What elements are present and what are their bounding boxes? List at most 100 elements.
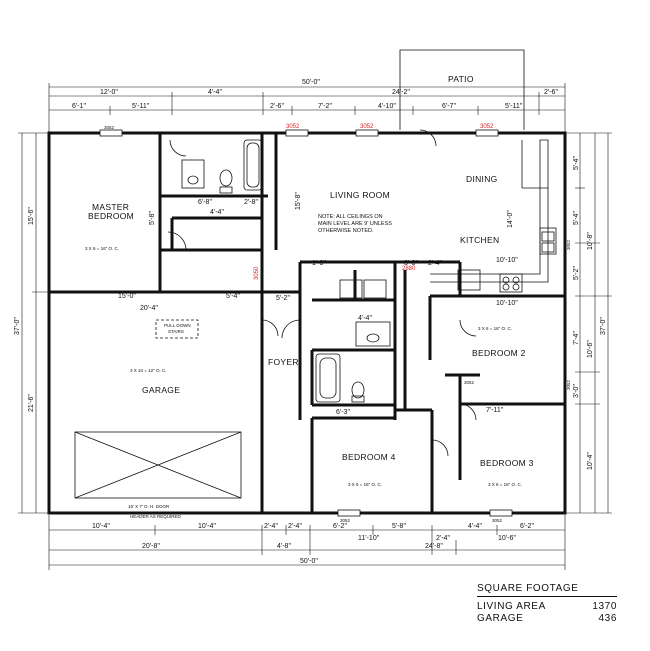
- bedroom3-label: BEDROOM 3: [480, 458, 534, 468]
- windows: 3052 3052 3052 3052 3052 3052 3052 3052 …: [99, 124, 571, 523]
- dim-bottom-3: 2'-4": [264, 523, 278, 530]
- interior-dimensions: 20'-4" 15'-0" 5'-4" 4'-4" 6'-8" 2'-8" 1'…: [118, 192, 518, 416]
- interior-walls: [158, 133, 565, 513]
- pull-down-label-1: PULL DOWN: [164, 323, 191, 328]
- dim-top-5: 6'-1": [72, 103, 86, 110]
- bedroom2-ceiling: 3 X 6 = 16" O. C.: [478, 326, 512, 331]
- door-swing: [167, 231, 187, 251]
- ceiling-note-3: OTHERWISE NOTED.: [318, 228, 374, 234]
- toilet-hall: [351, 381, 365, 399]
- garage-door: [74, 431, 242, 499]
- patio: PATIO: [399, 49, 525, 130]
- window: [99, 129, 123, 137]
- dim-bottom-2: 10'-4": [198, 523, 216, 530]
- dim-overall-bottom: 50'-0": [300, 558, 318, 565]
- dim-top-3: 24'-2": [392, 89, 410, 96]
- red-window-label: 3052: [286, 124, 300, 130]
- dim-top-1: 12'-0": [100, 89, 118, 96]
- vanity-master: [181, 159, 205, 189]
- garage-ceiling: 3 X 10 = 12" O. C.: [130, 368, 167, 373]
- dim-top-8: 7'-2": [318, 103, 332, 110]
- dim-bottom-4: 2'-4": [288, 523, 302, 530]
- dim-bottom-5: 6'-2": [333, 523, 347, 530]
- sqft-row-garage: GARAGE 436: [477, 613, 617, 625]
- sqft-value: 436: [598, 613, 617, 624]
- dim-overall-top: 50'-0": [302, 79, 320, 86]
- dim-right-8: 10'-4": [587, 452, 594, 470]
- toilet-master: [219, 169, 233, 187]
- dim-right-overall: 37'-0": [600, 317, 607, 335]
- interior-dim: 15'-8": [295, 192, 302, 210]
- interior-dim: 15'-0": [118, 293, 136, 300]
- top-dimensions: 50'-0" 12'-0" 4'-4" 24'-2" 2'-6" 6'-1" 5…: [48, 79, 566, 135]
- interior-dim: 5'-8": [149, 211, 156, 225]
- dim-right-7: 3'-0": [573, 384, 580, 398]
- dim-bottom-12: 2'-4": [436, 535, 450, 542]
- dim-left-overall: 37'-0": [14, 317, 21, 335]
- sqft-row-living: LIVING AREA 1370: [477, 601, 617, 613]
- dim-bottom-7: 4'-4": [468, 523, 482, 530]
- dim-top-10: 6'-7": [442, 103, 456, 110]
- interior-dim: 3'-8": [404, 260, 418, 267]
- bathtub-master: [243, 139, 263, 191]
- refrigerator: [457, 269, 481, 291]
- dim-bottom-6: 5'-8": [392, 523, 406, 530]
- garage-door-label: 16' X 7' O. H. DOOR: [128, 504, 170, 509]
- dim-top-9: 4'-10": [378, 103, 396, 110]
- window-label: 3052: [492, 518, 503, 523]
- interior-dim: 6'-8": [198, 199, 212, 206]
- bedroom2-label: BEDROOM 2: [472, 348, 526, 358]
- dim-bottom-13: 10'-6": [498, 535, 516, 542]
- pull-down-label-2: STAIRS: [168, 329, 184, 334]
- garage-label: GARAGE: [142, 385, 180, 395]
- window-label: 3052: [340, 518, 351, 523]
- bedroom4-ceiling: 3 X 6 = 16" O. C.: [348, 482, 382, 487]
- bathtub-hall: [315, 353, 341, 403]
- kitchen-label: KITCHEN: [460, 235, 499, 245]
- interior-dim: 5'-2": [276, 295, 290, 302]
- dim-bottom-14: 24'-8": [425, 543, 443, 550]
- interior-dim: 2'-4": [428, 260, 442, 267]
- red-window-label: 3052: [480, 124, 494, 130]
- sqft-label: GARAGE: [477, 613, 524, 624]
- ceiling-note-2: MAIN LEVEL ARE 9' UNLESS: [318, 221, 392, 227]
- interior-dim: 20'-4": [140, 305, 158, 312]
- dim-right-2: 5'-4": [573, 211, 580, 225]
- dim-left-lower: 21'-6": [28, 394, 35, 412]
- vanity-hall: [355, 321, 391, 347]
- dim-top-4: 2'-6": [544, 89, 558, 96]
- dining-label: DINING: [466, 174, 498, 184]
- dim-top-2: 4'-4": [208, 89, 222, 96]
- interior-dim: 4'-4": [210, 209, 224, 216]
- dim-bottom-1: 10'-4": [92, 523, 110, 530]
- left-dimensions: 37'-0" 15'-6" 21'-6": [14, 132, 49, 514]
- pull-down-stairs: [155, 319, 199, 339]
- interior-dim: 2'-8": [244, 199, 258, 206]
- bottom-dimensions: 10'-4" 10'-4" 2'-4" 2'-4" 6'-2" 5'-8" 4'…: [48, 515, 566, 570]
- interior-dim: 14'-0": [507, 210, 514, 228]
- interior-dim: 4'-4": [358, 315, 372, 322]
- header-note: HEADER AS REQUIRED: [130, 514, 182, 519]
- ceiling-note-1: NOTE: ALL CEILINGS ON: [318, 214, 383, 220]
- dim-right-6: 7'-4": [573, 331, 580, 345]
- washer: [339, 279, 363, 299]
- sqft-value: 1370: [592, 601, 617, 612]
- dim-right-5: 10'-6": [587, 340, 594, 358]
- dim-right-3: 10'-8": [587, 232, 594, 250]
- kitchen-sink: [539, 227, 557, 255]
- dim-right-1: 5'-4": [573, 156, 580, 170]
- master-bedroom-label-2: BEDROOM: [88, 211, 134, 221]
- interior-dim: 10'-10": [496, 300, 518, 307]
- fixtures: [74, 129, 557, 499]
- dim-top-6: 5'-11": [132, 103, 150, 110]
- master-bedroom-label-1: MASTER: [92, 202, 129, 212]
- square-footage-title: SQUARE FOOTAGE: [477, 583, 617, 597]
- window-label: 3052: [104, 125, 115, 130]
- stove: [499, 273, 523, 293]
- dim-top-11: 5'-11": [505, 103, 523, 110]
- dim-bottom-9: 20'-8": [142, 543, 160, 550]
- exterior-walls: [47, 131, 567, 515]
- dim-top-7: 2'-6": [270, 103, 284, 110]
- interior-dim: 5'-4": [226, 293, 240, 300]
